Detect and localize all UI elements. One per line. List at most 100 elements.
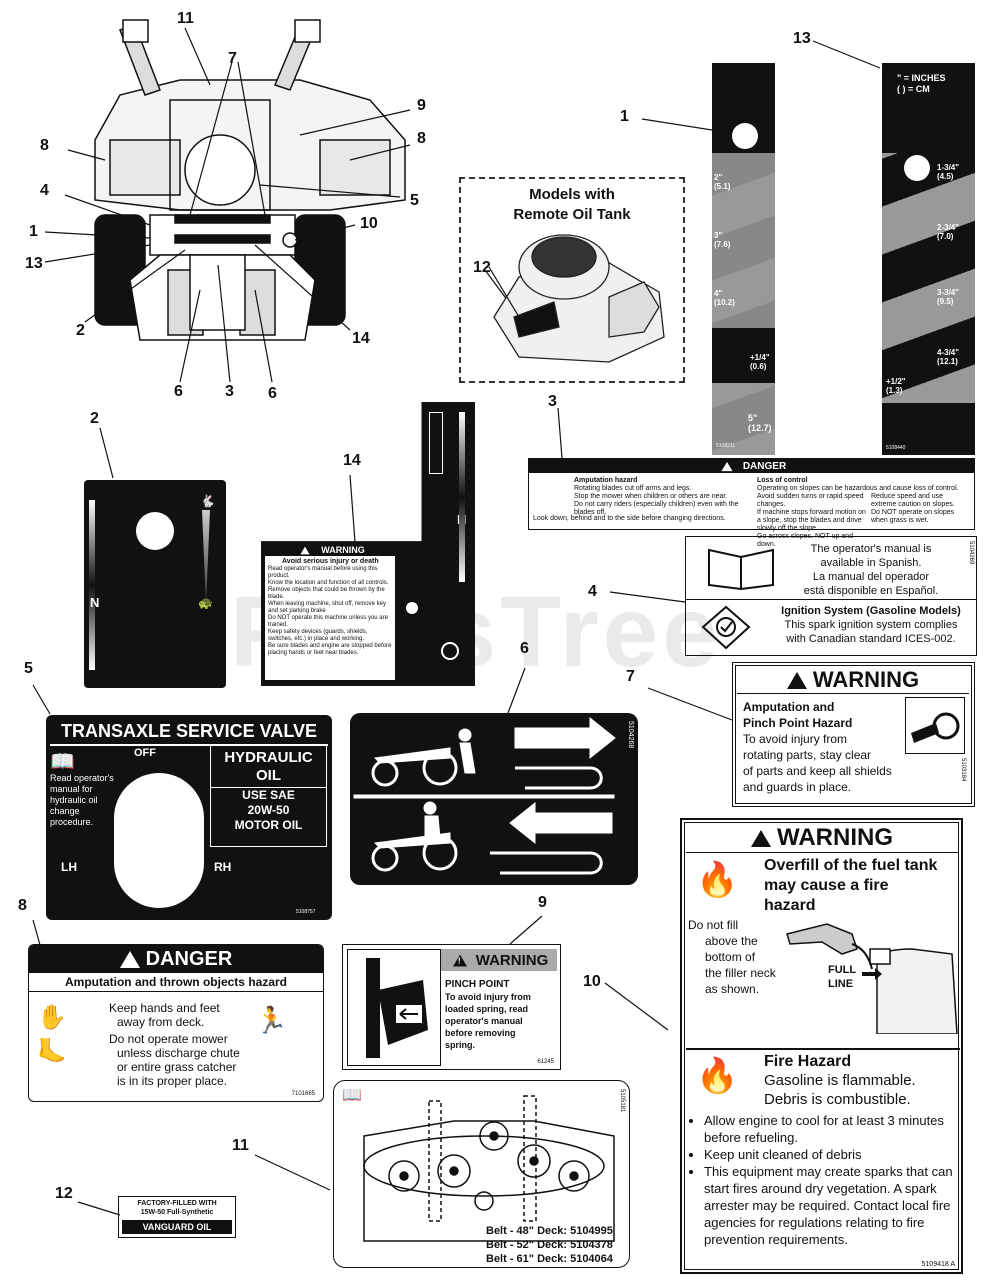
label-8-b2-2: unless discharge chute [117, 1046, 240, 1060]
label-5-read-5: procedure. [50, 817, 94, 827]
label-10-text-5: as shown. [705, 982, 760, 996]
label-13-mark-4-cm: (12.1) [937, 357, 958, 366]
label-5-valve-hole [114, 773, 204, 908]
label-4-ignition-title: Ignition System (Gasoline Models) [781, 605, 961, 617]
label-13-legend-1: " = INCHES [897, 73, 946, 83]
label-1-mark-plus: +1/4" [750, 353, 770, 362]
label-1-mark-2-cm: (5.1) [714, 182, 731, 191]
label-14-b1: Read operator's manual before using this… [268, 566, 378, 579]
callout-1-main: 1 [29, 223, 38, 240]
hand-hazard-icon: ✋ [37, 1004, 67, 1031]
pinch-hazard-icon [905, 697, 965, 754]
label-13-mark-1: 1-3/4" [937, 163, 960, 172]
label-8-b1-2: away from deck. [117, 1015, 205, 1029]
callout-11-main: 11 [177, 10, 194, 27]
fire-icon-2: 🔥 [696, 1057, 739, 1095]
rcm-compliance-icon [701, 605, 751, 650]
label-4-manual-2: available in Spanish. [820, 557, 922, 569]
label-12-line-1: FACTORY-FILLED WITH [137, 1200, 217, 1207]
label-3-header: DANGER [529, 459, 974, 473]
callout-5-main: 5 [410, 192, 419, 209]
label-8-b1-1: Keep hands and feet [109, 1001, 220, 1015]
label-8-b2-4: is in its proper place. [117, 1074, 228, 1088]
label-14-header: WARNING [321, 545, 365, 555]
label-11-belt-61: Belt - 61" Deck: 5104064 [486, 1253, 613, 1265]
label-9-text-1: To avoid injury from [445, 992, 531, 1002]
label-3-left-b1: Stop the mower when children or others a… [574, 493, 728, 500]
label-5-read-2: manual for [50, 784, 93, 794]
callout-3: 3 [548, 393, 557, 410]
label-10-bullet-1: Allow engine to cool for at least 3 minu… [704, 1112, 966, 1146]
label-1-part: 5108211 [716, 443, 736, 449]
label-4-manual-4: está disponible en Español. [803, 585, 939, 597]
callout-2: 2 [90, 410, 99, 427]
label-13-dipstick: " = INCHES ( ) = CM 1-3/4" (4.5) 2-3/4" … [882, 63, 975, 455]
label-5-box-1: USE SAE [242, 788, 295, 802]
label-10-fire-1: Gasoline is flammable. [764, 1072, 916, 1089]
callout-13: 13 [793, 30, 811, 47]
label-10-title-3: hazard [764, 897, 816, 914]
label-4-manual-1: The operator's manual is [810, 543, 932, 555]
label-13-part: 5108440 [886, 445, 906, 451]
oil-tank-illustration [488, 234, 665, 363]
label-13-mark-plus-cm: (1.3) [886, 386, 903, 395]
label-10-fire-title: Fire Hazard [764, 1053, 852, 1070]
label-10-header: WARNING [777, 824, 893, 851]
label-8-subheader: Amputation and thrown objects hazard [29, 973, 323, 992]
book-icon [706, 545, 776, 590]
callout-14-main: 14 [352, 330, 370, 347]
label-1-mark-2: 2" [714, 173, 723, 182]
label-8-b2-3: or entire grass catcher [117, 1060, 237, 1074]
label-1-mark-5: 5" [748, 413, 758, 423]
label-8-part: 7101665 [291, 1091, 315, 1097]
remote-box-title-2: Remote Oil Tank [513, 206, 631, 223]
label-13-mark-2: 2-3/4" [937, 223, 960, 232]
callout-3-main: 3 [225, 383, 234, 400]
label-10-full: FULL [828, 964, 857, 976]
label-9-text-2: loaded spring, read [445, 1004, 529, 1014]
callout-4: 4 [588, 583, 597, 600]
label-3-right-b2: If machine stops forward motion on a slo… [757, 509, 866, 532]
label-10-bullet-3: This equipment may create sparks that ca… [704, 1163, 966, 1248]
label-2-neutral: N [90, 595, 100, 610]
label-7-part: 5103184 [960, 758, 966, 782]
label-9-header: WARNING [475, 951, 549, 969]
label-6-graphic [353, 716, 616, 875]
callout-6-main-left: 6 [174, 383, 183, 400]
label-10-title-1: Overfill of the fuel tank [764, 857, 938, 874]
label-3-left-text: Rotating blades cut off arms and legs. [574, 485, 692, 492]
label-14-b2: Know the location and function of all co… [268, 580, 389, 586]
label-10-text-3: bottom of [705, 950, 756, 964]
label-8-header: DANGER [145, 947, 233, 970]
rabbit-icon: 🐇 [200, 494, 215, 508]
label-10-title-2: may cause a fire [764, 877, 889, 894]
label-14-b4: When leaving machine, shut off, remove k… [268, 601, 386, 614]
callout-14: 14 [343, 452, 361, 469]
label-7-title-2: Pinch Point Hazard [743, 716, 853, 730]
pinch-point-icon [347, 949, 441, 1066]
label-14-b6: Keep safety devices (guards, shields, sw… [268, 629, 368, 642]
label-3-left-b2: Do not carry riders (especially children… [574, 501, 739, 516]
label-3-right-b1: Avoid sudden turns or rapid speed change… [757, 493, 864, 508]
label-1-mark-4: 4" [714, 289, 723, 298]
label-5-read-3: hydraulic oil [50, 795, 98, 805]
label-4-ignition-1: This spark ignition system complies [784, 619, 958, 631]
callout-6: 6 [520, 640, 529, 657]
label-7-text-2: rotating parts, stay clear [743, 748, 872, 762]
label-14-b3: Remove objects that could be thrown by t… [268, 587, 385, 600]
callout-13-main: 13 [25, 255, 43, 272]
label-4-part: 5104269 [968, 541, 974, 565]
label-9-part: 61245 [537, 1059, 554, 1065]
callout-10: 10 [583, 973, 601, 990]
label-7-text-4: and guards in place. [743, 780, 852, 794]
foot-hazard-icon: 🦶 [37, 1038, 67, 1065]
label-13-mark-1-cm: (4.5) [937, 172, 954, 181]
label-13-hole [904, 155, 930, 181]
label-14-title: Avoid serious injury or death [282, 558, 379, 565]
label-13-mark-3-cm: (9.5) [937, 297, 954, 306]
label-5-box-3: MOTOR OIL [234, 818, 303, 832]
label-1-mark-4-cm: (10.2) [714, 298, 735, 307]
book-icon-5: 📖 [50, 751, 75, 773]
callout-10-main: 10 [360, 215, 378, 232]
label-10-line: LINE [828, 978, 854, 990]
